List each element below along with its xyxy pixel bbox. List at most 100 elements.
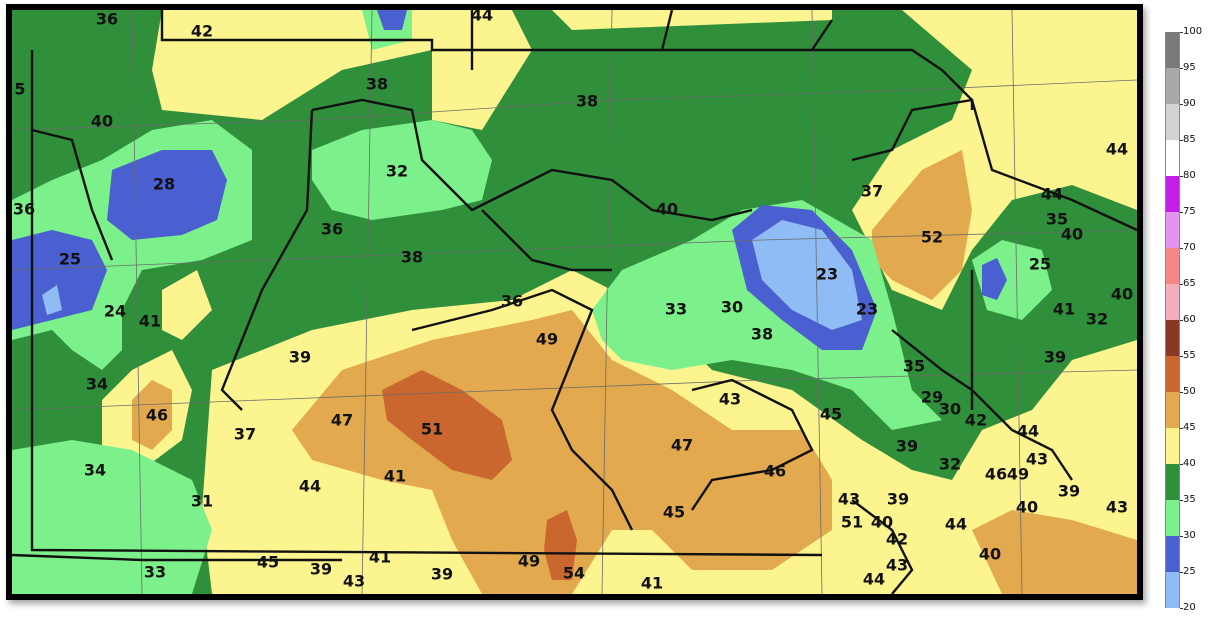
station-value: 24 <box>104 302 126 321</box>
station-value: 23 <box>816 265 838 284</box>
colorbar-bin-75-80 <box>1165 176 1180 212</box>
station-value: 47 <box>331 411 353 430</box>
station-value: 29 <box>921 388 943 407</box>
colorbar-bin-70-75 <box>1165 212 1180 248</box>
station-value: 42 <box>886 530 908 549</box>
station-value: 32 <box>1086 310 1108 329</box>
colorbar-tick-label: 70 <box>1183 242 1196 253</box>
station-value: 40 <box>1061 225 1083 244</box>
station-value: 5 <box>14 80 25 99</box>
station-value: 36 <box>501 292 523 311</box>
station-value: 30 <box>721 298 743 317</box>
station-value: 34 <box>84 461 106 480</box>
station-value: 44 <box>1041 185 1063 204</box>
colorbar-bin-45-50 <box>1165 392 1180 428</box>
colorbar-tickmark <box>1180 176 1183 177</box>
station-value: 54 <box>563 564 585 583</box>
colorbar-tickmark <box>1180 356 1183 357</box>
station-value: 45 <box>257 553 279 572</box>
station-value: 47 <box>671 436 693 455</box>
colorbar-tickmark <box>1180 32 1183 33</box>
station-value: 25 <box>1029 255 1051 274</box>
colorbar <box>1165 32 1180 608</box>
colorbar-tick-label: 85 <box>1183 134 1196 145</box>
colorbar-tick-label: 55 <box>1183 350 1196 361</box>
station-value: 38 <box>401 248 423 267</box>
station-value: 25 <box>59 250 81 269</box>
station-value: 51 <box>841 513 863 532</box>
colorbar-bin-20-25 <box>1165 572 1180 608</box>
station-value: 42 <box>191 22 213 41</box>
station-value: 45 <box>663 503 685 522</box>
station-value: 43 <box>343 572 365 591</box>
colorbar-tick-label: 100 <box>1183 26 1203 37</box>
station-value: 39 <box>310 560 332 579</box>
station-value: 40 <box>91 112 113 131</box>
station-value: 43 <box>886 556 908 575</box>
station-value: 49 <box>1007 465 1029 484</box>
colorbar-tickmark <box>1180 248 1183 249</box>
station-value: 33 <box>665 300 687 319</box>
county-lines <box>12 10 1137 594</box>
colorbar-tick-label: 75 <box>1183 206 1196 217</box>
station-value: 44 <box>945 515 967 534</box>
station-value: 43 <box>1026 450 1048 469</box>
station-value: 39 <box>431 565 453 584</box>
colorbar-bin-85-90 <box>1165 104 1180 140</box>
station-value: 41 <box>139 312 161 331</box>
station-value: 39 <box>1044 348 1066 367</box>
station-value: 41 <box>641 574 663 593</box>
station-value: 32 <box>386 162 408 181</box>
station-value: 39 <box>896 437 918 456</box>
colorbar-tick-label: 45 <box>1183 422 1196 433</box>
colorbar-bin-55-60 <box>1165 320 1180 356</box>
station-value: 46 <box>146 406 168 425</box>
colorbar-bin-40-45 <box>1165 428 1180 464</box>
station-value: 43 <box>838 490 860 509</box>
station-value: 41 <box>1053 300 1075 319</box>
station-value: 45 <box>820 405 842 424</box>
colorbar-tickmark <box>1180 68 1183 69</box>
station-value: 36 <box>321 220 343 239</box>
colorbar-tickmark <box>1180 464 1183 465</box>
colorbar-tickmark <box>1180 320 1183 321</box>
colorbar-bin-65-70 <box>1165 248 1180 284</box>
station-value: 39 <box>289 348 311 367</box>
colorbar-bin-95-100 <box>1165 32 1180 68</box>
station-value: 38 <box>366 75 388 94</box>
colorbar-tick-label: 80 <box>1183 170 1196 181</box>
station-value-labels: 3642445403838322836253638403752354044442… <box>13 10 1133 593</box>
station-value: 49 <box>536 330 558 349</box>
station-value: 23 <box>856 300 878 319</box>
colorbar-tick-label: 40 <box>1183 458 1196 469</box>
colorbar-tickmark <box>1180 392 1183 393</box>
station-value: 52 <box>921 228 943 247</box>
station-value: 41 <box>384 467 406 486</box>
map-canvas: 3642445403838322836253638403752354044442… <box>12 10 1137 594</box>
colorbar-bin-25-30 <box>1165 536 1180 572</box>
station-value: 37 <box>234 425 256 444</box>
colorbar-tick-label: 95 <box>1183 62 1196 73</box>
colorbar-tick-label: 25 <box>1183 566 1196 577</box>
station-value: 51 <box>421 420 443 439</box>
station-value: 41 <box>369 548 391 567</box>
station-value: 40 <box>656 200 678 219</box>
colorbar-tickmark <box>1180 284 1183 285</box>
station-value: 31 <box>191 492 213 511</box>
station-value: 34 <box>86 375 108 394</box>
colorbar-bin-90-95 <box>1165 68 1180 104</box>
station-value: 38 <box>576 92 598 111</box>
colorbar-tickmark <box>1180 608 1183 609</box>
colorbar-tickmark <box>1180 104 1183 105</box>
station-value: 40 <box>1016 498 1038 517</box>
station-value: 40 <box>979 545 1001 564</box>
station-value: 32 <box>939 455 961 474</box>
colorbar-tick-label: 35 <box>1183 494 1196 505</box>
colorbar-tickmark <box>1180 428 1183 429</box>
colorbar-tick-label: 50 <box>1183 386 1196 397</box>
colorbar-tick-label: 65 <box>1183 278 1196 289</box>
station-value: 44 <box>471 10 493 25</box>
station-value: 44 <box>1106 140 1128 159</box>
colorbar-tickmark <box>1180 500 1183 501</box>
